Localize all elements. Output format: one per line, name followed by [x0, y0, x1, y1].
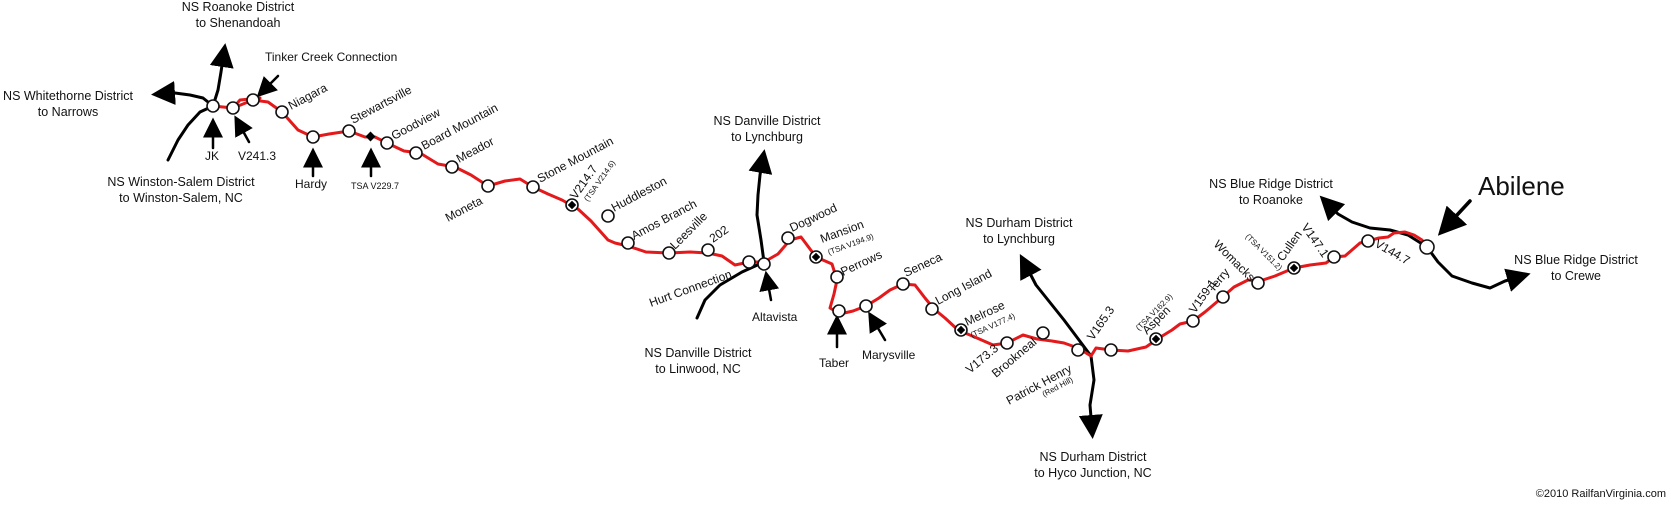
station-marker-goodview	[380, 136, 394, 150]
label-perrows: Perrows	[838, 247, 884, 278]
station-marker-v1447	[1361, 234, 1375, 248]
station-marker-dogwood	[781, 231, 795, 245]
winston-salem-district-line	[166, 104, 215, 162]
dest-winston-salem-line1: NS Winston-Salem District	[107, 175, 255, 189]
roanoke-district-line	[209, 43, 234, 108]
label-v1447: V144.7	[1373, 236, 1413, 267]
station-marker-roanoke-junction	[206, 99, 220, 113]
copyright-notice: ©2010 RailfanVirginia.com	[1535, 488, 1666, 500]
station-marker-brookneal	[1036, 326, 1050, 340]
label-long-island: Long Island	[933, 266, 994, 307]
blue-ridge-crewe-line	[1425, 245, 1531, 292]
abilene-pointer	[1437, 199, 1472, 236]
station-marker-v1733	[1000, 336, 1014, 350]
station-marker-altavista	[757, 257, 771, 271]
station-marker-perrows	[830, 270, 844, 284]
label-jk: JK	[205, 149, 219, 163]
dest-whitethorne-line2: to Narrows	[38, 105, 98, 119]
dest-durham-lynchburg-line1: NS Durham District	[966, 216, 1073, 230]
tsa-marker-1629	[1151, 334, 1161, 344]
station-marker-terry	[1216, 290, 1230, 304]
label-hurt-connection: Hurt Connection	[647, 267, 733, 310]
durham-hyco-line	[1078, 354, 1103, 439]
altavista-pointer	[759, 270, 780, 302]
label-cullen: Cullen	[1274, 228, 1305, 264]
label-marysville: Marysville	[862, 348, 916, 362]
station-marker-v1591	[1186, 314, 1200, 328]
dest-blue-ridge-roanoke-line2: to Roanoke	[1239, 193, 1303, 207]
dest-danville-linwood-line1: NS Danville District	[645, 346, 752, 360]
label-meador: Meador	[454, 134, 497, 165]
dest-durham-hyco-line2: to Hyco Junction, NC	[1034, 466, 1151, 480]
station-marker-taber	[832, 304, 846, 318]
station-marker-stewartsville	[342, 124, 356, 138]
dest-roanoke-line2: to Shenandoah	[196, 16, 281, 30]
tsa-marker-2297	[365, 131, 376, 142]
label-altavista: Altavista	[752, 310, 798, 324]
station-marker-202	[701, 243, 715, 257]
marysville-pointer	[868, 311, 887, 342]
label-niagara: Niagara	[286, 80, 330, 112]
station-marker-long-island	[925, 302, 939, 316]
station-marker-abilene	[1419, 239, 1435, 255]
label-seneca: Seneca	[901, 250, 944, 280]
blue-ridge-roanoke-line	[1319, 195, 1429, 249]
label-abilene-highlight: Abilene	[1478, 171, 1565, 201]
dest-winston-salem-line2: to Winston-Salem, NC	[119, 191, 243, 205]
dest-danville-lynchburg-line2: to Lynchburg	[731, 130, 803, 144]
v2413-pointer	[234, 115, 253, 144]
label-202: 202	[707, 222, 732, 245]
label-stewartsville: Stewartsville	[348, 83, 414, 127]
station-marker-marysville	[859, 299, 873, 313]
station-marker-hurt-connection	[742, 255, 756, 269]
dest-blue-ridge-crewe-line2: to Crewe	[1551, 269, 1601, 283]
tinker-creek-pointer	[256, 74, 280, 98]
station-marker-v1471	[1327, 250, 1341, 264]
label-hardy: Hardy	[295, 177, 327, 191]
dest-danville-linwood-line2: to Linwood, NC	[655, 362, 740, 376]
station-marker-amos-branch	[621, 236, 635, 250]
station-marker-niagara	[275, 105, 289, 119]
label-moneta: Moneta	[443, 193, 485, 224]
station-marker-meador	[445, 160, 459, 174]
station-marker-patrick-henry	[1071, 343, 1085, 357]
whitethorne-district-line	[151, 81, 215, 108]
station-marker-v1653	[1104, 343, 1118, 357]
label-v2413: V241.3	[238, 149, 276, 163]
label-taber: Taber	[819, 356, 849, 370]
station-marker-leesville	[662, 246, 676, 260]
station-marker-hardy	[306, 130, 320, 144]
station-marker-v2413	[226, 101, 240, 115]
station-marker-seneca	[896, 277, 910, 291]
dest-whitethorne-line1: NS Whitethorne District	[3, 89, 133, 103]
tsa-marker-1512	[1289, 263, 1299, 273]
dest-danville-lynchburg-line1: NS Danville District	[714, 114, 821, 128]
label-huddleston: Huddleston	[609, 174, 669, 215]
station-marker-board-mountain	[409, 146, 423, 160]
label-tsa-2297: TSA V229.7	[351, 181, 399, 191]
dest-durham-lynchburg-line2: to Lynchburg	[983, 232, 1055, 246]
station-marker-huddleston	[601, 209, 615, 223]
label-v1653: V165.3	[1084, 303, 1117, 342]
label-brookneal: Brookneal	[989, 335, 1039, 380]
station-markers	[206, 93, 1435, 357]
tsa-marker-1774	[956, 325, 966, 335]
durham-lynchburg-line	[1019, 254, 1093, 358]
station-marker-stone-mountain	[526, 180, 540, 194]
dest-blue-ridge-roanoke-line1: NS Blue Ridge District	[1209, 177, 1333, 191]
dest-durham-hyco-line1: NS Durham District	[1040, 450, 1147, 464]
pointer-arrows	[203, 74, 1472, 349]
danville-lynchburg-line	[748, 149, 773, 264]
label-tinker-creek-connection: Tinker Creek Connection	[265, 50, 397, 64]
station-marker-tinker-creek	[246, 93, 260, 107]
dest-roanoke-line1: NS Roanoke District	[182, 0, 295, 14]
label-v1471: V147.1	[1299, 221, 1332, 260]
dest-blue-ridge-crewe-line1: NS Blue Ridge District	[1514, 253, 1638, 267]
station-marker-moneta	[481, 179, 495, 193]
station-marker-womacks	[1251, 276, 1265, 290]
